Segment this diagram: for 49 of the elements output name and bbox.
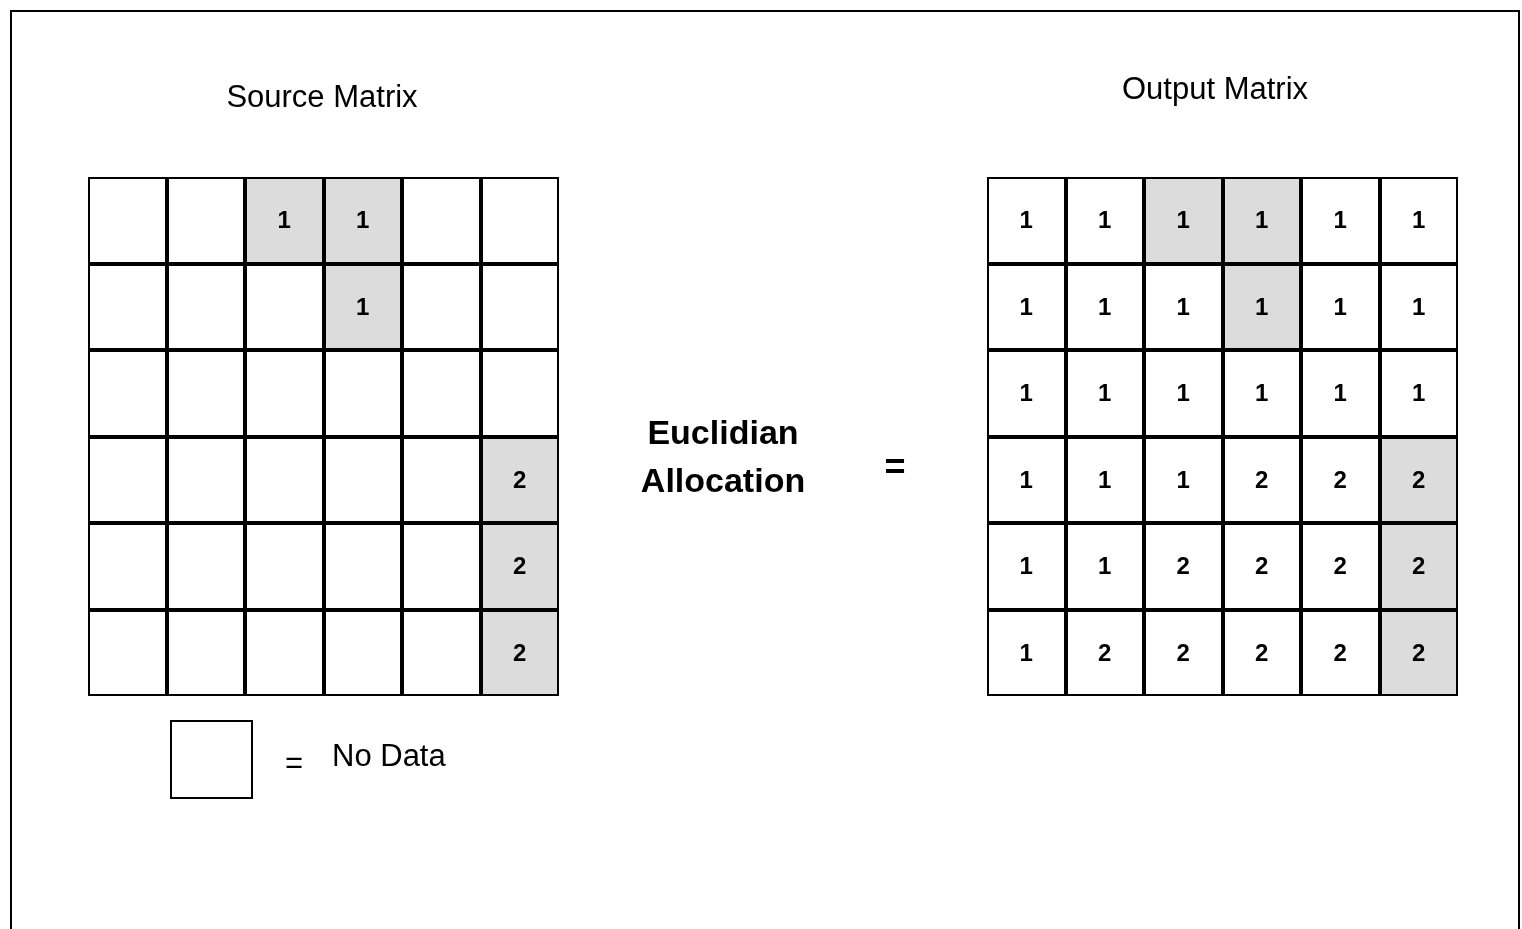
- matrix-cell: 2: [1379, 436, 1458, 523]
- matrix-cell: 1: [1379, 177, 1458, 264]
- matrix-cell: 2: [480, 609, 559, 696]
- matrix-cell: 1: [1222, 177, 1301, 264]
- heading: Source Matrix: [225, 78, 419, 116]
- matrix-cell: 2: [1065, 609, 1144, 696]
- matrix-cell: 1: [987, 523, 1066, 610]
- matrix-cell: 2: [1144, 523, 1223, 610]
- legend-text: No Data: [332, 737, 446, 775]
- matrix-cell: 2: [1301, 523, 1380, 610]
- matrix-cell: 2: [1222, 523, 1301, 610]
- matrix-cell: 1: [987, 263, 1066, 350]
- matrix-cell: 1: [245, 177, 324, 264]
- matrix-cell: 2: [1301, 436, 1380, 523]
- matrix-cell: 1: [1144, 263, 1223, 350]
- heading: Output Matrix: [1120, 70, 1310, 108]
- matrix-cell: 1: [1065, 523, 1144, 610]
- matrix-cell: 1: [1222, 350, 1301, 437]
- matrix-cell: 1: [987, 436, 1066, 523]
- matrix-cell: 1: [1144, 436, 1223, 523]
- legend-swatch: [170, 720, 253, 799]
- matrix-cell: 1: [1222, 263, 1301, 350]
- matrix-cell: 1: [1144, 350, 1223, 437]
- equals-sign: =: [883, 445, 907, 489]
- matrix-cell: 1: [1301, 177, 1380, 264]
- matrix-cell: 1: [1065, 436, 1144, 523]
- matrix-cell: 2: [1301, 609, 1380, 696]
- matrix-cell: 2: [1379, 523, 1458, 610]
- matrix-cell: 1: [1301, 350, 1380, 437]
- matrix-cell: 1: [1065, 177, 1144, 264]
- matrix-cell: 1: [987, 609, 1066, 696]
- matrix-cell: 1: [1065, 350, 1144, 437]
- matrix-cell: 1: [1144, 177, 1223, 264]
- matrix-cell: 2: [1222, 609, 1301, 696]
- matrix-cell: 2: [1222, 436, 1301, 523]
- matrix-cell: 1: [323, 177, 402, 264]
- matrix-cell: 2: [1144, 609, 1223, 696]
- operation-label: Euclidian Allocation: [639, 412, 807, 501]
- matrix-cell: 1: [987, 350, 1066, 437]
- matrix-cell: 1: [1379, 350, 1458, 437]
- matrix-cell: 1: [323, 263, 402, 350]
- matrix-cell: 1: [1301, 263, 1380, 350]
- equals-sign: =: [285, 744, 304, 782]
- matrix-cell: 1: [1379, 263, 1458, 350]
- matrix-cell: 1: [1065, 263, 1144, 350]
- matrix-cell: 1: [987, 177, 1066, 264]
- matrix-cell: 2: [480, 523, 559, 610]
- matrix-cell: 2: [480, 436, 559, 523]
- matrix-cell: 2: [1379, 609, 1458, 696]
